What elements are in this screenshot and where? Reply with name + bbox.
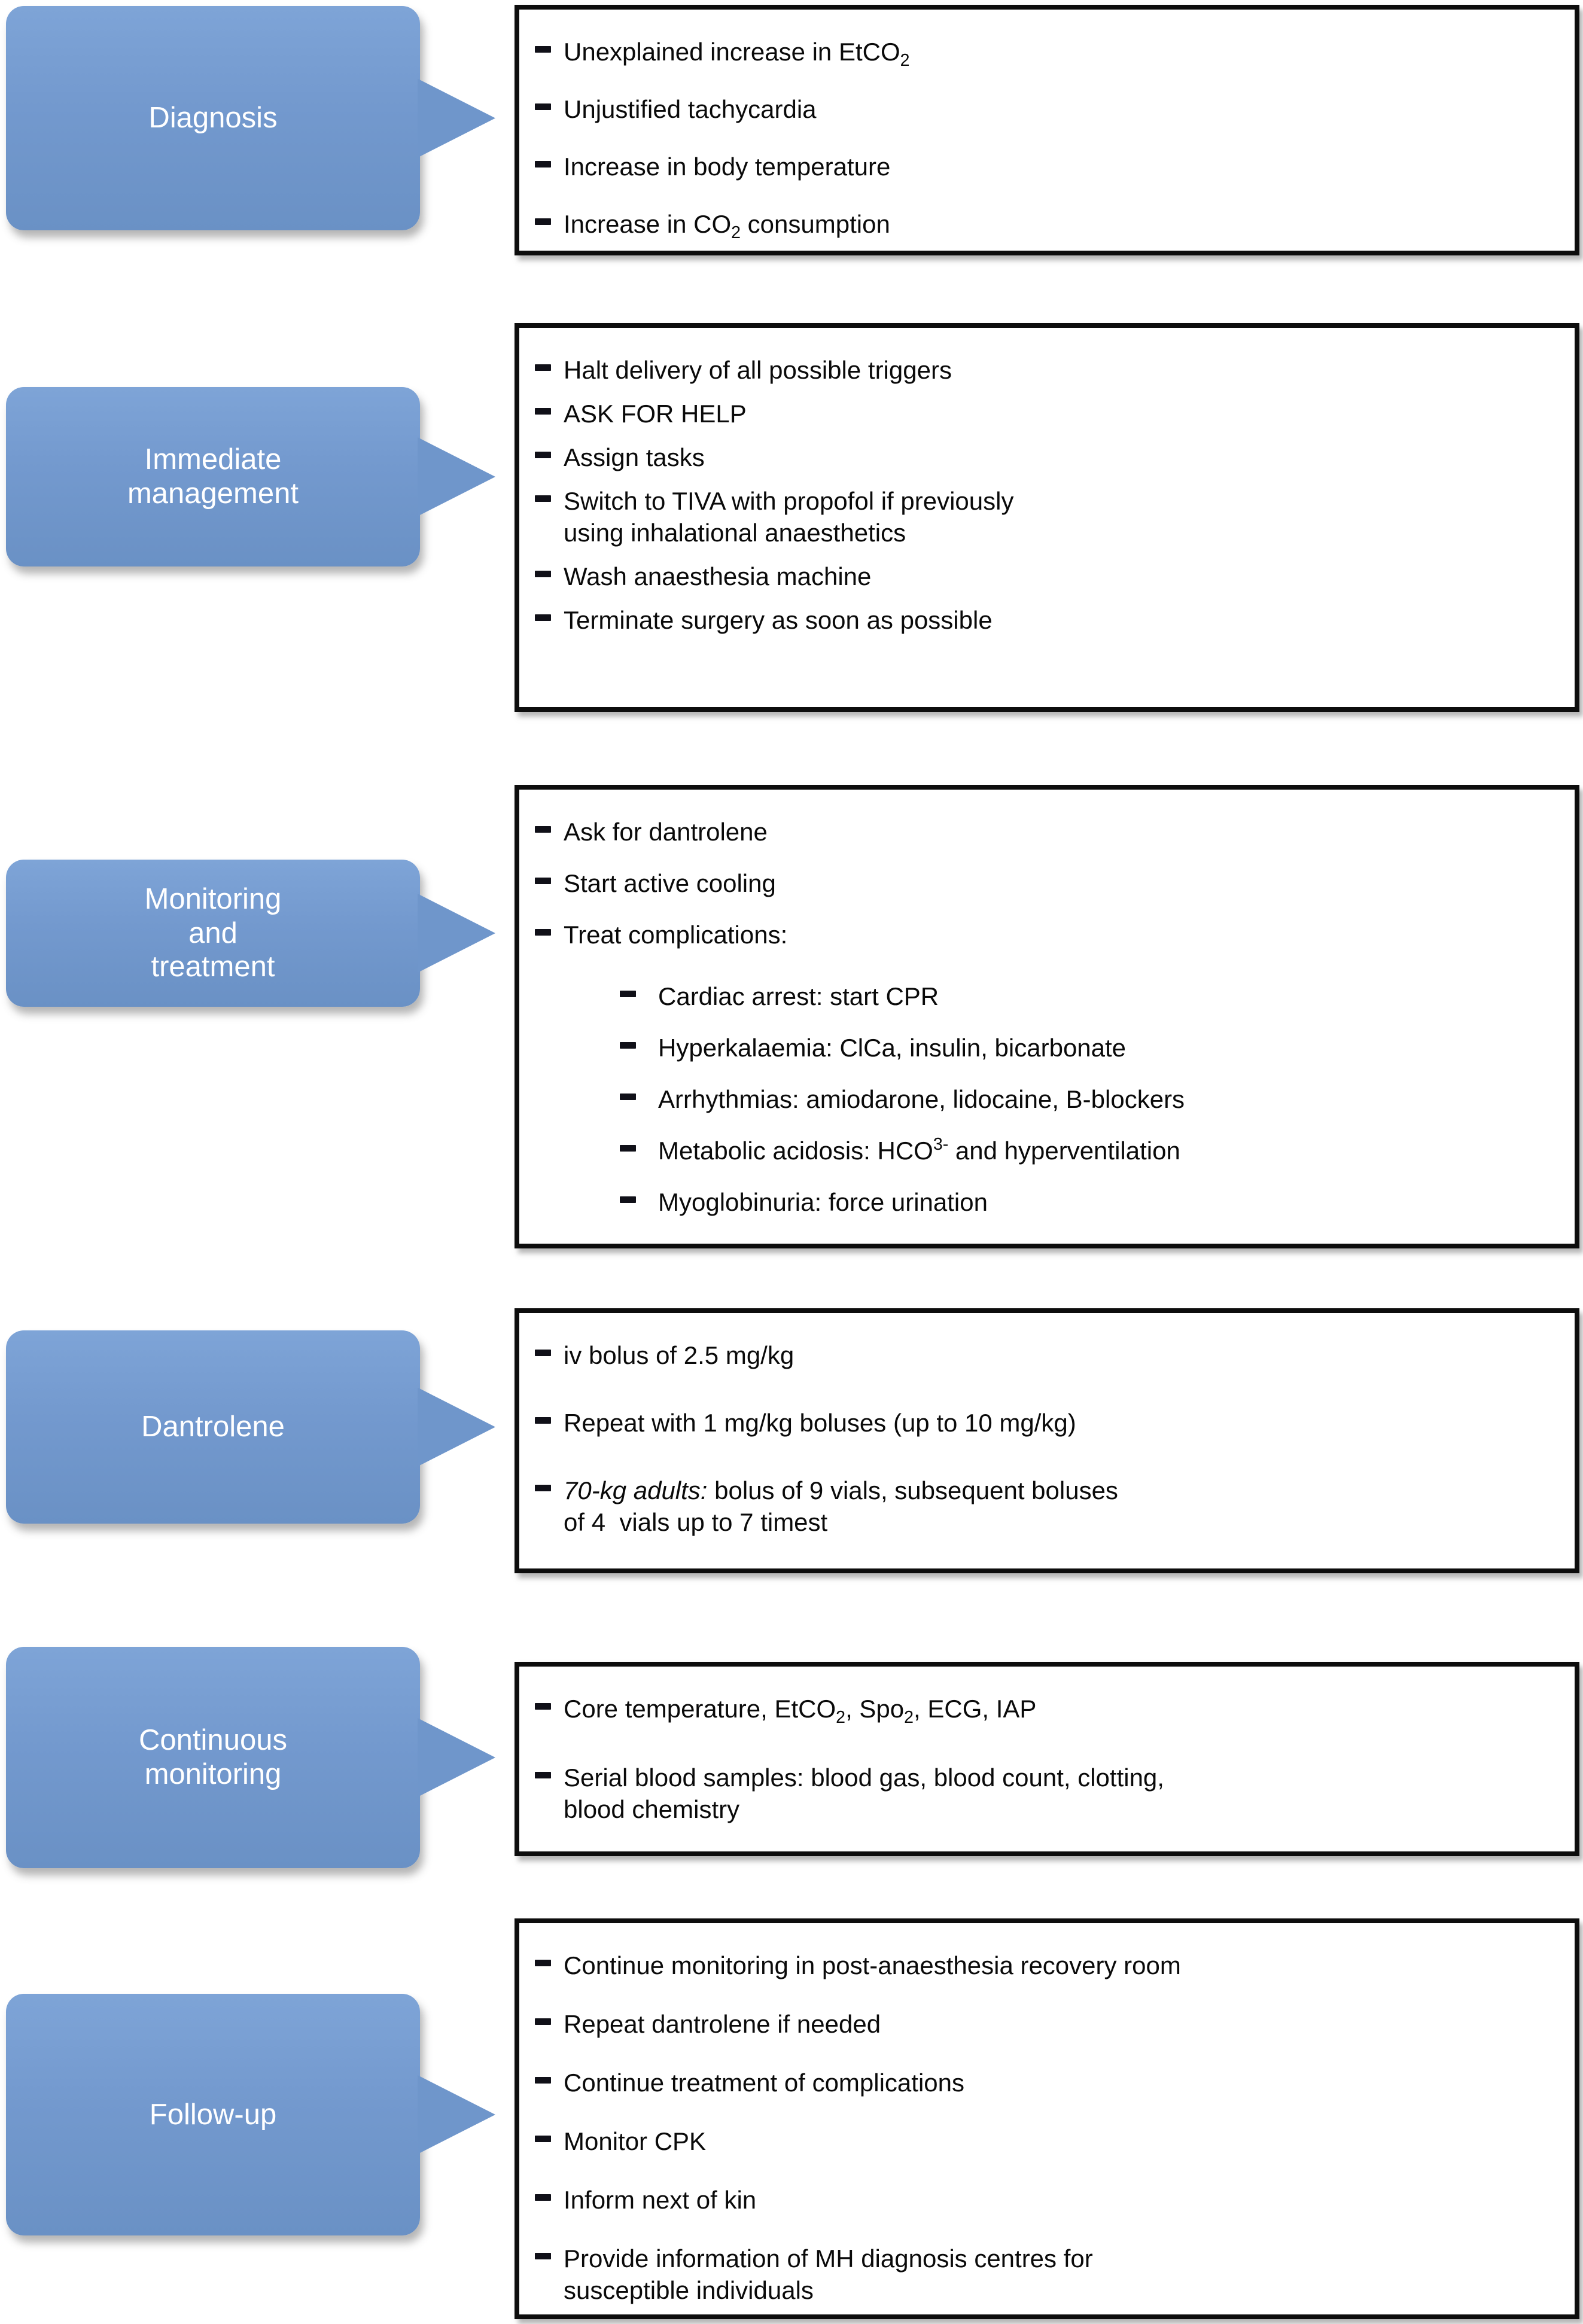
bullet-item: Treat complications: (519, 919, 1557, 951)
section-label-callout: Diagnosis (6, 6, 495, 230)
bullet-list: Core temperature, EtCO2, Spo2, ECG, IAP S… (519, 1693, 1557, 1825)
dash-bullet-icon (535, 614, 551, 621)
bullet-item: Provide information of MH diagnosis cent… (519, 2243, 1557, 2306)
bullet-item: Cardiac arrest: start CPR (519, 980, 1557, 1012)
dash-bullet-icon (535, 878, 551, 884)
bullet-item: Inform next of kin (519, 2184, 1557, 2216)
bullet-item: iv bolus of 2.5 mg/kg (519, 1339, 1557, 1371)
bullet-item: Increase in CO2 consumption (519, 208, 1557, 241)
section-label-text: Diagnosis (148, 102, 278, 135)
bullet-item: Metabolic acidosis: HCO3- and hyperventi… (519, 1135, 1557, 1166)
bullet-item: Unexplained increase in EtCO2 (519, 36, 1557, 69)
callout-arrow-icon (418, 894, 495, 973)
dash-bullet-icon (535, 929, 551, 936)
bullet-item: Terminate surgery as soon as possible (519, 604, 1557, 636)
bullet-item: Halt delivery of all possible triggers (519, 354, 1557, 386)
dash-bullet-icon (535, 408, 551, 415)
dash-bullet-icon (535, 1485, 551, 1491)
bullet-item: Repeat with 1 mg/kg boluses (up to 10 mg… (519, 1407, 1557, 1439)
dash-bullet-icon (620, 991, 636, 997)
dash-bullet-icon (535, 2194, 551, 2201)
section-label-text: Follow-up (149, 2098, 277, 2131)
dash-bullet-icon (620, 1042, 636, 1049)
section-label-callout: Dantrolene (6, 1330, 495, 1524)
dash-bullet-icon (620, 1196, 636, 1203)
dash-bullet-icon (535, 2136, 551, 2142)
bullet-item: Wash anaesthesia machine (519, 561, 1557, 592)
callout-arrow-icon (418, 1718, 495, 1797)
bullet-item: Hyperkalaemia: ClCa, insulin, bicarbonat… (519, 1032, 1557, 1064)
dash-bullet-icon (535, 452, 551, 458)
dash-bullet-icon (535, 571, 551, 577)
dash-bullet-icon (535, 161, 551, 167)
dash-bullet-icon (535, 1350, 551, 1356)
dash-bullet-icon (535, 103, 551, 110)
bullet-item: 70-kg adults: bolus of 9 vials, subseque… (519, 1475, 1557, 1538)
dash-bullet-icon (535, 364, 551, 371)
dash-bullet-icon (535, 495, 551, 502)
bullet-list: Continue monitoring in post-anaesthesia … (519, 1950, 1557, 2306)
dash-bullet-icon (620, 1145, 636, 1152)
dash-bullet-icon (535, 1772, 551, 1778)
bullet-item: Core temperature, EtCO2, Spo2, ECG, IAP (519, 1693, 1557, 1726)
section-content-box: Core temperature, EtCO2, Spo2, ECG, IAP S… (515, 1662, 1579, 1856)
dash-bullet-icon (535, 218, 551, 225)
dash-bullet-icon (535, 826, 551, 833)
section-content-box: Continue monitoring in post-anaesthesia … (515, 1918, 1579, 2319)
bullet-item: ASK FOR HELP (519, 398, 1557, 430)
dash-bullet-icon (535, 1960, 551, 1966)
bullet-item: Assign tasks (519, 441, 1557, 473)
callout-arrow-icon (418, 1387, 495, 1467)
dash-bullet-icon (535, 1417, 551, 1424)
bullet-item: Unjustified tachycardia (519, 93, 1557, 125)
dash-bullet-icon (535, 46, 551, 53)
dash-bullet-icon (535, 2018, 551, 2025)
section-label-callout: Follow-up (6, 1994, 495, 2235)
bullet-item: Continue monitoring in post-anaesthesia … (519, 1950, 1557, 1981)
dash-bullet-icon (535, 2253, 551, 2259)
bullet-item: Arrhythmias: amiodarone, lidocaine, B-bl… (519, 1083, 1557, 1115)
callout-arrow-icon (418, 78, 495, 158)
dash-bullet-icon (620, 1094, 636, 1100)
callout-arrow-icon (418, 2075, 495, 2154)
bullet-item: Serial blood samples: blood gas, blood c… (519, 1762, 1557, 1825)
bullet-item: Increase in body temperature (519, 151, 1557, 182)
bullet-item: Ask for dantrolene (519, 816, 1557, 848)
bullet-item: Switch to TIVA with propofol if previous… (519, 485, 1557, 549)
dash-bullet-icon (535, 2077, 551, 2084)
callout-arrow-icon (418, 437, 495, 516)
bullet-item: Monitor CPK (519, 2125, 1557, 2157)
dash-bullet-icon (535, 1703, 551, 1710)
bullet-item: Repeat dantrolene if needed (519, 2008, 1557, 2040)
bullet-item: Continue treatment of complications (519, 2067, 1557, 2098)
section-label-text: Dantrolene (141, 1411, 285, 1443)
bullet-item: Start active cooling (519, 867, 1557, 899)
bullet-item: Myoglobinuria: force urination (519, 1186, 1557, 1218)
